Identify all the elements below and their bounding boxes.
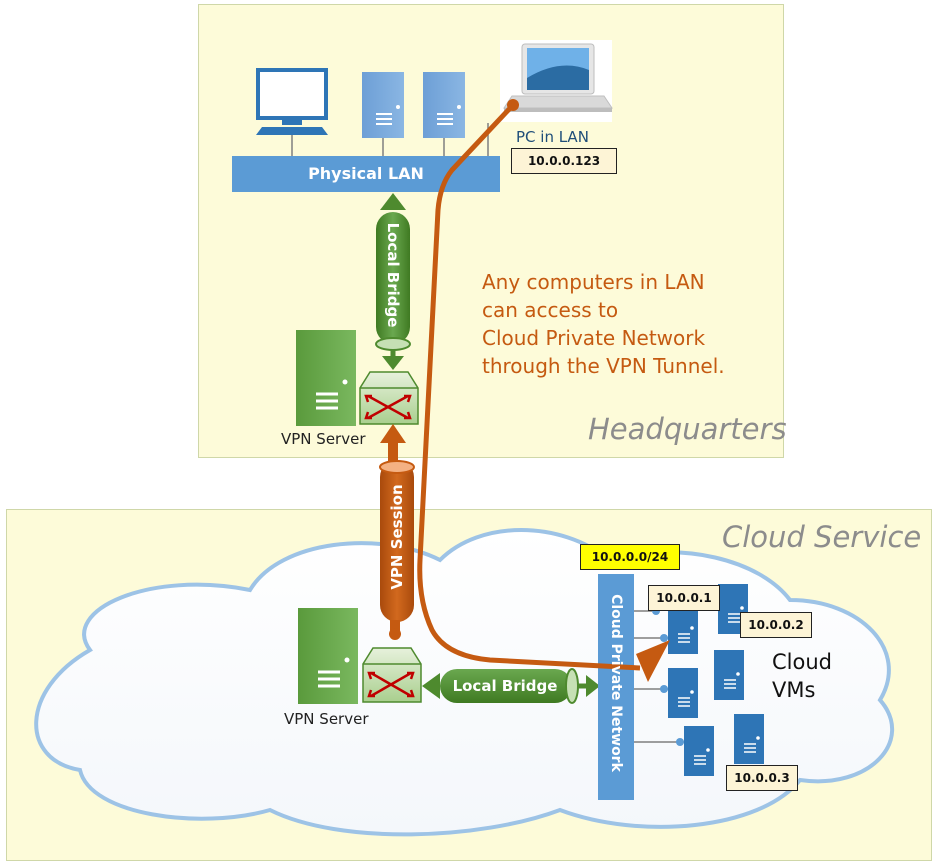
cloud-vm-5-icon bbox=[684, 726, 714, 776]
vm-ip-box-2: 10.0.0.2 bbox=[740, 612, 812, 638]
cloud-vm-1-icon bbox=[668, 604, 698, 654]
vpn-tunnel-path bbox=[417, 99, 670, 682]
physical-lan-label: Physical LAN bbox=[308, 164, 424, 183]
cloud-vm-6-icon bbox=[734, 714, 764, 764]
note-line-2: can access to bbox=[482, 298, 619, 322]
hq-local-bridge-label: Local Bridge bbox=[384, 222, 402, 328]
note-line-3: Cloud Private Network bbox=[482, 326, 706, 350]
physical-lan-bar bbox=[232, 156, 500, 192]
cloud-private-network-label: Cloud Private Network bbox=[608, 594, 624, 772]
note-line-4: through the VPN Tunnel. bbox=[482, 354, 725, 378]
hq-note: Any computers in LAN can access to Cloud… bbox=[482, 268, 725, 380]
cloud-local-bridge-connector bbox=[422, 668, 600, 704]
headquarters-title: Headquarters bbox=[588, 412, 787, 446]
cloud-vm-4-icon bbox=[714, 650, 744, 700]
cloud-vm-3-icon bbox=[668, 668, 698, 718]
cloud-vms-line-1: Cloud bbox=[772, 650, 832, 674]
cloud-vpn-server-icon bbox=[298, 608, 358, 704]
cloud-vms-label: Cloud VMs bbox=[772, 648, 832, 704]
cloud-local-bridge-label: Local Bridge bbox=[452, 677, 558, 695]
pc-ip-box: 10.0.0.123 bbox=[511, 148, 617, 174]
vm-ip-box-1: 10.0.0.1 bbox=[648, 585, 720, 611]
cloud-service-title: Cloud Service bbox=[722, 520, 922, 554]
laptop-icon bbox=[500, 40, 613, 122]
subnet-box: 10.0.0.0/24 bbox=[580, 544, 680, 570]
cloud-virtual-hub-icon bbox=[362, 647, 422, 703]
desktop-pc-icon bbox=[256, 68, 328, 135]
cloud-private-network-bar bbox=[598, 574, 634, 800]
lan-server-1-icon bbox=[362, 72, 404, 138]
hq-local-bridge-connector bbox=[375, 193, 411, 370]
cloud-vms-line-2: VMs bbox=[772, 678, 816, 702]
hq-vpn-server-icon bbox=[296, 330, 356, 426]
vpn-session-label: VPN Session bbox=[388, 484, 406, 590]
cloud-vpn-server-label: VPN Server bbox=[284, 710, 369, 728]
vm-ip-box-3: 10.0.0.3 bbox=[726, 765, 798, 791]
vm-connectors bbox=[634, 607, 684, 746]
hq-virtual-hub-icon bbox=[359, 371, 419, 425]
pc-in-lan-label: PC in LAN bbox=[516, 128, 589, 146]
vpn-session-connector bbox=[379, 424, 415, 640]
hq-vpn-server-label: VPN Server bbox=[281, 430, 366, 448]
lan-server-2-icon bbox=[423, 72, 465, 138]
note-line-1: Any computers in LAN bbox=[482, 270, 705, 294]
